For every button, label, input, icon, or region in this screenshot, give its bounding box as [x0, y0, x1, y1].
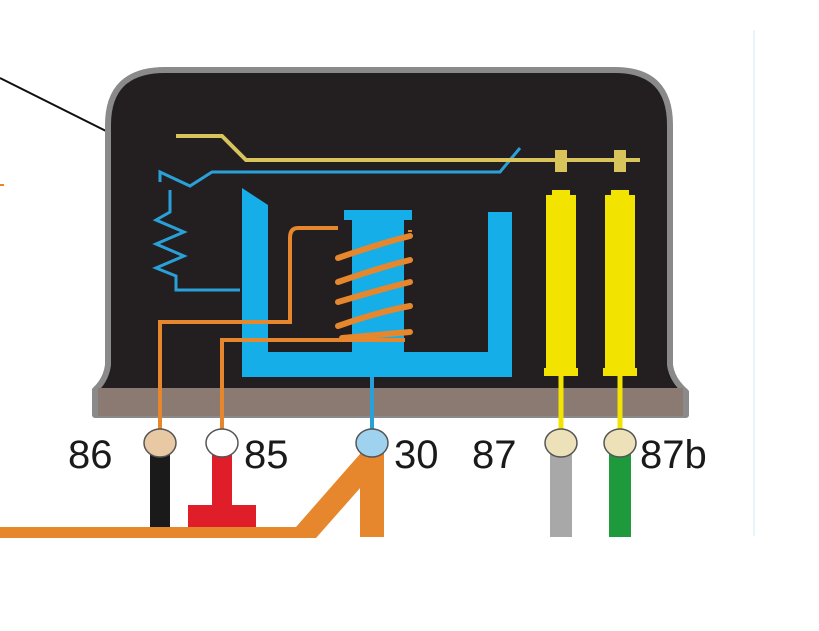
- pin-label-87b: 87b: [640, 433, 707, 477]
- coil-windings: [335, 233, 413, 341]
- relay-base: [98, 388, 683, 416]
- resistor: [152, 190, 240, 292]
- pin-30-knob: [355, 428, 389, 458]
- wire-30: [0, 452, 384, 538]
- pin-87-knob: [544, 428, 578, 458]
- pin-label-30: 30: [394, 433, 439, 477]
- wire-86: [150, 452, 170, 537]
- contact-87b-bar-top: [611, 190, 629, 198]
- contact-87-bar-top: [552, 190, 570, 198]
- pin-86-knob: [143, 428, 177, 458]
- switch-arm: [176, 134, 640, 162]
- contact-87b-cap: [614, 150, 626, 172]
- pin-label-85: 85: [244, 433, 289, 477]
- pin-85-knob: [205, 428, 239, 458]
- yoke: [242, 188, 512, 377]
- contact-87b-foot: [603, 368, 637, 376]
- wire-87: [550, 452, 572, 537]
- pin-label-87: 87: [472, 433, 517, 477]
- coil-core-cap: [344, 210, 412, 220]
- contact-87b-bar: [605, 195, 635, 373]
- contact-87-cap: [555, 150, 567, 172]
- pin-label-86: 86: [68, 433, 113, 477]
- pin-87b-knob: [603, 428, 637, 458]
- switch-line: [158, 147, 522, 188]
- coil-leads: [158, 226, 412, 436]
- wire-85-tee: [188, 452, 256, 527]
- contact-87-bar: [546, 195, 576, 373]
- contact-87-foot: [544, 368, 578, 376]
- wire-87b: [609, 452, 631, 537]
